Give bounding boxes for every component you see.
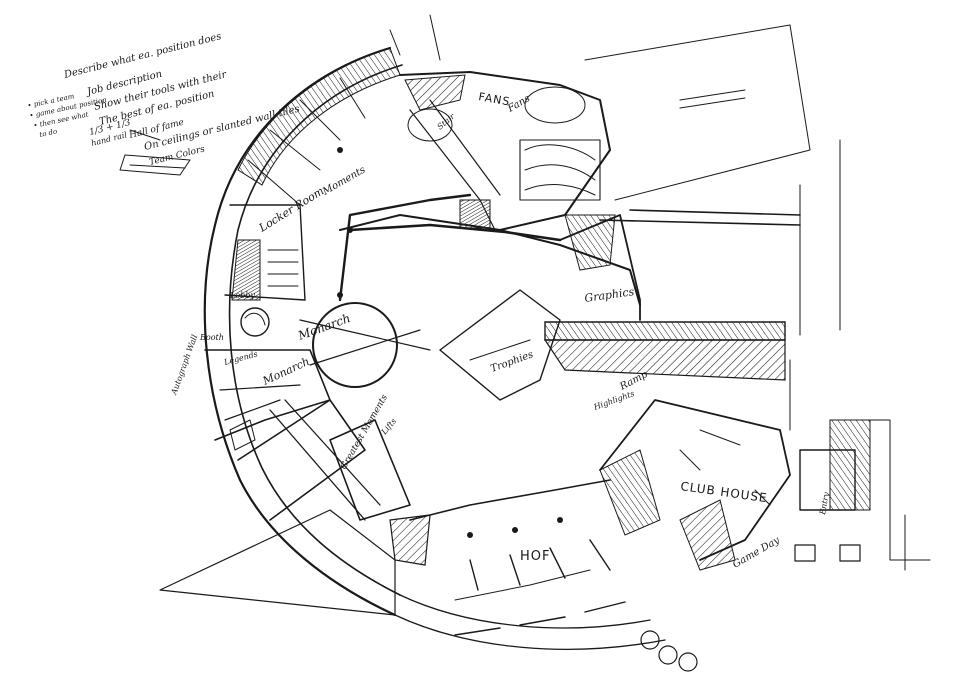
- label-lobby: Lobby: [229, 291, 255, 300]
- label-lifts: Lifts: [379, 417, 398, 437]
- label-trophies: Trophies: [489, 349, 535, 375]
- label-booth: Booth: [199, 333, 224, 342]
- label-legends: Legends: [222, 349, 258, 367]
- label-moments-upper: Moments: [320, 164, 367, 198]
- left-wedges: [204, 307, 431, 566]
- label-monarch-lower: Monarch: [260, 355, 312, 388]
- rotunda-circle: [312, 302, 398, 388]
- label-autograph: Autograph Wall: [169, 333, 199, 397]
- label-fans: FANS: [477, 90, 511, 108]
- label-highlights: Highlights: [592, 389, 636, 412]
- note-side-4: to do: [39, 127, 58, 139]
- ramp-area: [439, 209, 801, 401]
- label-club-house: CLUB HOUSE: [680, 479, 769, 505]
- label-game-day: Game Day: [731, 535, 782, 571]
- label-locker-room: Locker Room: [256, 184, 326, 235]
- label-hof: HOF: [520, 549, 551, 564]
- label-stair: Stair: [436, 111, 458, 131]
- label-graphics: Graphics: [584, 285, 636, 305]
- hof-band: [159, 479, 626, 636]
- upper-left-band: [224, 47, 401, 301]
- context-lines: [119, 14, 931, 571]
- club-house: [599, 399, 871, 672]
- label-entry: Entry: [818, 491, 831, 516]
